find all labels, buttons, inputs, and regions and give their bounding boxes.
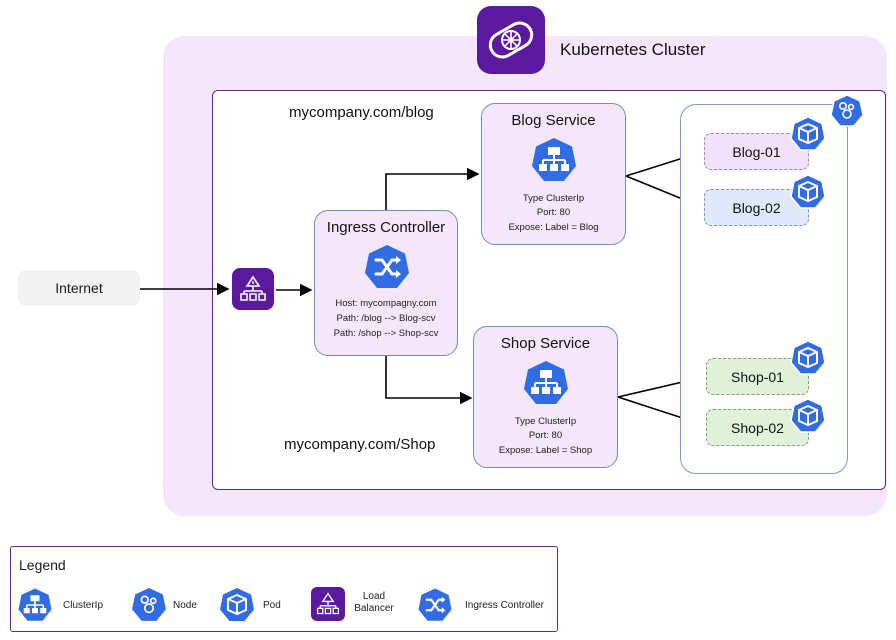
blog-service-box: Blog Service Type ClusterIp Port: 80 Exp… (481, 103, 626, 245)
legend-clusterip-label: ClusterIp (63, 600, 104, 611)
pod-icon (790, 174, 826, 210)
shop-service-title: Shop Service (500, 335, 591, 352)
shop-service-port: Port: 80 (528, 430, 563, 441)
legend-pod-label: Pod (263, 600, 281, 611)
legend-pod-icon (219, 587, 255, 623)
legend-lb-label-1: Load (362, 591, 386, 602)
clusterip-icon (522, 359, 570, 407)
shop-service-type: Type ClusterIp (514, 416, 577, 427)
legend-ingress-icon (417, 587, 453, 623)
clusterip-icon (530, 136, 578, 184)
cluster-title: Kubernetes Cluster (560, 40, 706, 59)
ingress-host: Host: mycompagny.com (335, 298, 437, 309)
ingress-path-shop: Path: /shop --> Shop-scv (333, 328, 439, 339)
legend-clusterip-icon (17, 587, 53, 623)
route-label-shop: mycompany.com/Shop (284, 436, 436, 453)
blog-service-title: Blog Service (511, 112, 596, 129)
route-label-blog: mycompany.com/blog (289, 104, 434, 121)
ingress-path-blog: Path: /blog --> Blog-scv (336, 313, 436, 324)
ingress-controller-icon (363, 243, 411, 291)
blog-service-port: Port: 80 (536, 207, 571, 218)
pod-icon (790, 116, 826, 152)
shop-service-expose: Expose: Label = Shop (498, 445, 593, 456)
legend-lb-label-2: Balancer (354, 603, 394, 614)
blog-service-type: Type ClusterIp (522, 193, 585, 204)
blog-service-expose: Expose: Label = Blog (508, 222, 599, 233)
legend-ingress-label: Ingress Controller (465, 600, 544, 611)
legend-box: Legend ClusterIp Node Pod (10, 546, 558, 632)
legend-node-label: Node (173, 600, 197, 611)
kubernetes-logo-icon (477, 6, 545, 74)
legend-node-icon (131, 587, 167, 623)
node-icon (830, 94, 864, 128)
legend-title: Legend (19, 557, 66, 573)
internet-node: Internet (18, 270, 140, 306)
pod-icon (790, 398, 826, 434)
ingress-controller-box: Ingress Controller Host: mycompagny.com … (314, 210, 458, 356)
ingress-title: Ingress Controller (326, 219, 446, 236)
load-balancer-icon (232, 268, 274, 310)
shop-service-box: Shop Service Type ClusterIp Port: 80 Exp… (473, 326, 618, 468)
legend-load-balancer-icon (311, 587, 345, 621)
pod-icon (790, 340, 826, 376)
